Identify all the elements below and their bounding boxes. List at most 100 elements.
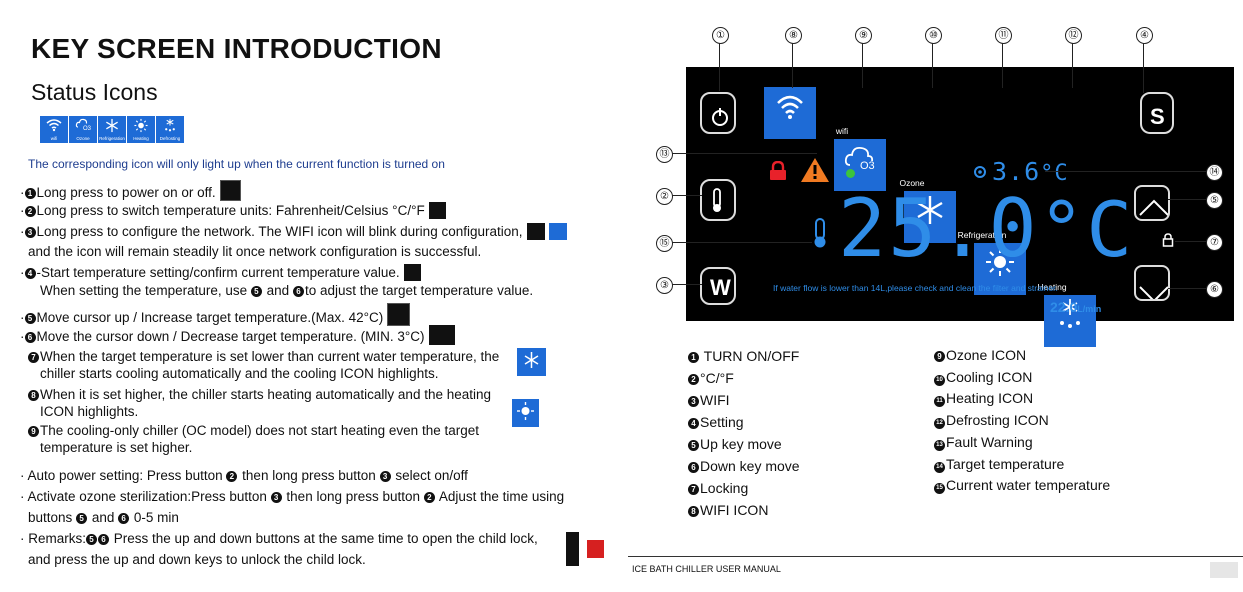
snowflake-icon: Refrigeration bbox=[904, 191, 1006, 243]
ozone-setting: · Activate ozone sterilization:Press but… bbox=[20, 489, 565, 504]
callout-3: ③ bbox=[656, 277, 673, 294]
callout-8: ⑧ bbox=[785, 27, 802, 44]
callout-line bbox=[1143, 43, 1144, 93]
footer-divider bbox=[628, 556, 1243, 557]
callout-7: ⑦ bbox=[1206, 234, 1223, 251]
instruction-3b: and the icon will remain steadily lit on… bbox=[28, 244, 482, 259]
instruction-4: ·4-Start temperature setting/confirm cur… bbox=[20, 264, 421, 281]
svg-text:O3: O3 bbox=[860, 160, 875, 172]
page-title: KEY SCREEN INTRODUCTION bbox=[31, 33, 442, 64]
down-key[interactable] bbox=[1134, 265, 1170, 303]
sun-icon bbox=[512, 399, 539, 427]
callout-line bbox=[672, 153, 817, 154]
instruction-8b: ICON highlights. bbox=[40, 404, 139, 419]
setting-key-icon bbox=[403, 264, 421, 281]
legend-item: 1 TURN ON/OFF bbox=[688, 345, 800, 367]
lock-key-icon bbox=[1162, 233, 1174, 252]
thermometer-icon bbox=[811, 217, 829, 254]
snowflake-icon: Refrigeration bbox=[98, 116, 126, 143]
unit-key-icon bbox=[428, 202, 446, 219]
down-key-icon bbox=[428, 325, 455, 345]
up-key-icon bbox=[387, 303, 411, 326]
sun-icon: Heating bbox=[127, 116, 155, 143]
callout-13: ⑬ bbox=[656, 146, 673, 163]
callout-1: ① bbox=[712, 27, 729, 44]
wifi-icon bbox=[548, 223, 567, 240]
callout-line bbox=[862, 43, 863, 88]
wifi-icon: wifi bbox=[764, 87, 848, 139]
callout-12: ⑫ bbox=[1065, 27, 1082, 44]
flow-rate: 22.0L/min bbox=[1050, 299, 1102, 315]
snowflake-icon bbox=[517, 348, 546, 376]
up-down-keys-icon bbox=[566, 532, 579, 566]
defrost-icon: Defrosting bbox=[1044, 295, 1141, 347]
callout-4: ④ bbox=[1136, 27, 1153, 44]
callout-line bbox=[1045, 171, 1206, 172]
sun-icon: Heating bbox=[974, 243, 1067, 295]
callout-line bbox=[719, 43, 720, 91]
status-dot bbox=[846, 169, 855, 178]
power-key[interactable] bbox=[700, 92, 736, 134]
callout-line bbox=[1072, 43, 1073, 88]
ozone-icon: O3 Ozone bbox=[69, 116, 97, 143]
display-panel: wifi O3 Ozone Refrigeration Heating Defr… bbox=[686, 67, 1234, 347]
callout-2: ② bbox=[656, 188, 673, 205]
callout-line bbox=[1168, 288, 1206, 289]
callout-9: ⑨ bbox=[855, 27, 872, 44]
instruction-7b: chiller starts cooling automatically and… bbox=[40, 366, 439, 381]
callout-line bbox=[1175, 241, 1206, 242]
callout-line bbox=[1168, 199, 1206, 200]
page-number-box bbox=[1210, 562, 1238, 578]
setting-key-icon bbox=[526, 223, 545, 240]
svg-text:O3: O3 bbox=[83, 126, 91, 132]
setting-key[interactable]: S bbox=[1140, 92, 1174, 134]
remarks-2: and press the up and down keys to unlock… bbox=[28, 552, 366, 567]
wifi-icon: wifi bbox=[40, 116, 68, 143]
instruction-9b: temperature is set higher. bbox=[40, 440, 193, 455]
status-icon-strip: wifi O3 Ozone Refrigeration Heating Defr… bbox=[40, 116, 184, 143]
callout-11: ⑪ bbox=[995, 27, 1012, 44]
callout-line bbox=[672, 195, 702, 196]
fault-warning-icon bbox=[800, 157, 830, 188]
legend-item: 2°C/°F bbox=[688, 367, 800, 389]
status-note: The corresponding icon will only light u… bbox=[28, 157, 445, 171]
auto-power-setting: · Auto power setting: Press button 2 the… bbox=[20, 468, 468, 483]
ozone-setting-2: buttons 5 and 6 0-5 min bbox=[28, 510, 179, 525]
footer-text: ICE BATH CHILLER USER MANUAL bbox=[632, 564, 781, 574]
callout-10: ⑩ bbox=[925, 27, 942, 44]
target-temperature: 3.6°C bbox=[992, 157, 1069, 186]
up-key[interactable] bbox=[1134, 185, 1170, 221]
auto-key[interactable]: W bbox=[700, 267, 736, 305]
ozone-icon: O3 Ozone bbox=[834, 139, 925, 191]
callout-line bbox=[792, 43, 793, 88]
callout-6: ⑥ bbox=[1206, 281, 1223, 298]
callout-14: ⑭ bbox=[1206, 164, 1223, 181]
lock-icon bbox=[768, 160, 788, 186]
unit-key[interactable] bbox=[700, 179, 736, 221]
section-title: Status Icons bbox=[31, 79, 158, 105]
power-key-icon bbox=[219, 180, 241, 201]
current-temperature: 25.0°C bbox=[838, 182, 1135, 275]
callout-line bbox=[1002, 43, 1003, 88]
gear-icon bbox=[972, 164, 988, 185]
